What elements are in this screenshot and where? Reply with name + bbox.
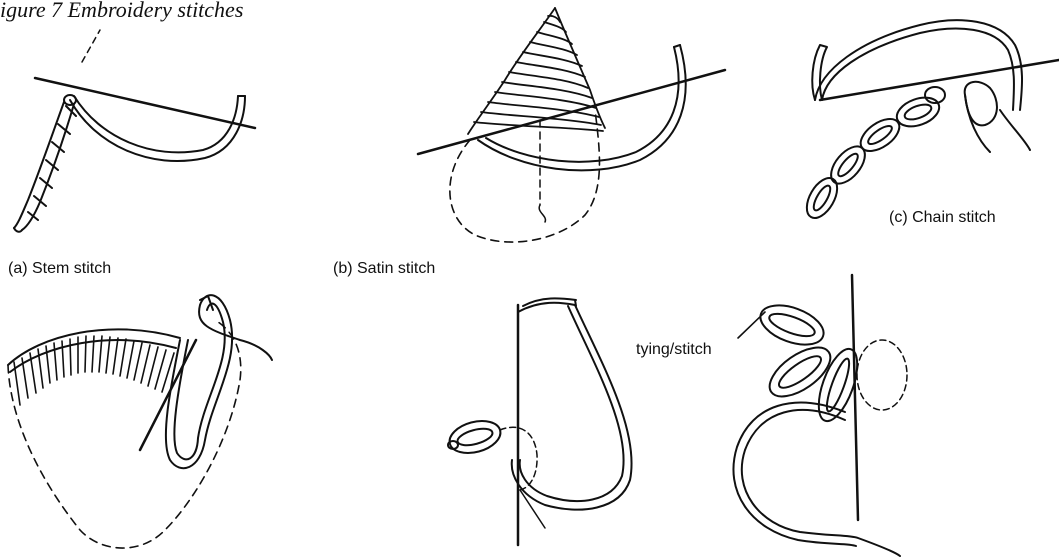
- tying-leader-line: [738, 312, 765, 338]
- needle-icon: [852, 275, 858, 520]
- needle-icon: [140, 340, 196, 450]
- tying-stitch-drawing: [733, 275, 907, 556]
- caption-chain-stitch: (c) Chain stitch: [889, 209, 996, 227]
- chain-stitch-drawing: [801, 20, 1059, 223]
- needle-icon: [820, 60, 1059, 100]
- caption-stem-stitch: (a) Stem stitch: [8, 260, 111, 278]
- caption-satin-stitch: (b) Satin stitch: [333, 260, 435, 278]
- stem-stitch-drawing: [14, 30, 255, 232]
- caption-tying-stitch: tying/stitch: [636, 341, 712, 359]
- blanket-stitch-drawing: [8, 295, 272, 548]
- satin-stitch-drawing: [418, 8, 725, 242]
- lazy-daisy-drawing: [446, 298, 632, 545]
